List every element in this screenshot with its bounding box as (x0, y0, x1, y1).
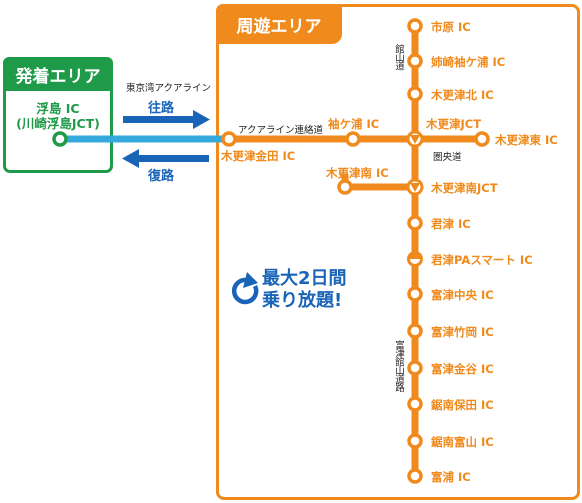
inbound-arrow-icon (122, 149, 209, 168)
ken-o-road-name: 圏央道 (433, 152, 462, 163)
kyonan-tomiyama-ic-label: 鋸南富山 IC (431, 435, 494, 449)
kyonan-tomiyama-ic-marker (407, 433, 423, 449)
kimitsu-ic-marker (407, 215, 423, 231)
outbound-arrow-icon (123, 110, 210, 129)
tour-area-tab (216, 4, 342, 44)
kawasaki-ukishima-jct-label: (川崎浮島JCT) (16, 116, 100, 131)
kisarazu-kita-ic-label: 木更津北 IC (431, 88, 494, 102)
sodegaura-ic-marker (345, 131, 361, 147)
kisarazu-kaneda-ic-marker (221, 131, 237, 147)
promo-line-2: 乗り放題! (262, 290, 343, 311)
ukishima-ic-label: 浮島 IC (36, 101, 80, 116)
futtsu-chuo-ic-label: 富津中央 IC (431, 288, 494, 302)
futtsu-tateyama-road-name: 富津館山道路 (393, 340, 404, 391)
ukishima-ic-marker (52, 131, 68, 147)
smart-ic-half-circle-icon (407, 251, 423, 267)
kisarazu-higashi-ic-label: 木更津東 IC (495, 133, 558, 147)
tour-area-box (216, 4, 580, 500)
kyonan-hota-ic-marker (407, 396, 423, 412)
ichihara-ic-marker (407, 18, 423, 34)
futtsu-chuo-ic-marker (407, 286, 423, 302)
kimitsu-ic-label: 君津 IC (431, 217, 471, 231)
kisarazu-minami-ic-label: 木更津南 IC (326, 166, 389, 180)
tomiura-ic-marker (407, 468, 423, 484)
ichihara-ic-label: 市原 IC (431, 20, 471, 34)
aqualine-link-road-name: アクアライン連絡道 (238, 125, 324, 136)
kyonan-hota-ic-label: 鋸南保田 IC (431, 398, 494, 412)
tateyama-road-name: 館山道 (393, 44, 404, 70)
refresh-arrow-icon (231, 272, 259, 305)
departure-area-title: 発着エリア (15, 67, 101, 87)
futtsu-kanaya-ic-marker (407, 360, 423, 376)
kimitsu-pa-smart-ic-label: 君津PAスマート IC (431, 253, 533, 267)
anegasaki-ic-marker (407, 53, 423, 69)
sodegaura-ic-label: 袖ケ浦 IC (328, 117, 380, 131)
kisarazu-kaneda-ic-label: 木更津金田 IC (221, 149, 296, 163)
kisarazu-higashi-ic-marker (474, 131, 490, 147)
departure-area-tab (3, 57, 113, 91)
futtsu-takeoka-ic-label: 富津竹岡 IC (431, 325, 494, 339)
kisarazu-minami-ic-marker (337, 179, 353, 195)
anegasaki-ic-label: 姉崎袖ケ浦 IC (431, 55, 506, 69)
kisarazu-jct-label: 木更津JCT (426, 117, 482, 131)
junction-triangle-icon (406, 178, 424, 196)
outbound-label: 往路 (148, 101, 175, 116)
kisarazu-kita-ic-marker (407, 86, 423, 102)
aqualine-road-name: 東京湾アクアライン (126, 83, 212, 94)
kisarazu-minami-jct-label: 木更津南JCT (431, 181, 498, 195)
promo-line-1: 最大2日間 (262, 268, 347, 289)
tomiura-ic-label: 富浦 IC (431, 470, 471, 484)
futtsu-takeoka-ic-marker (407, 323, 423, 339)
tour-area-title: 周遊エリア (236, 17, 322, 37)
futtsu-kanaya-ic-label: 富津金谷 IC (431, 362, 494, 376)
inbound-label: 復路 (148, 169, 175, 184)
promo-text: 最大2日間 乗り放題! (262, 268, 347, 312)
junction-triangle-icon (406, 130, 424, 148)
